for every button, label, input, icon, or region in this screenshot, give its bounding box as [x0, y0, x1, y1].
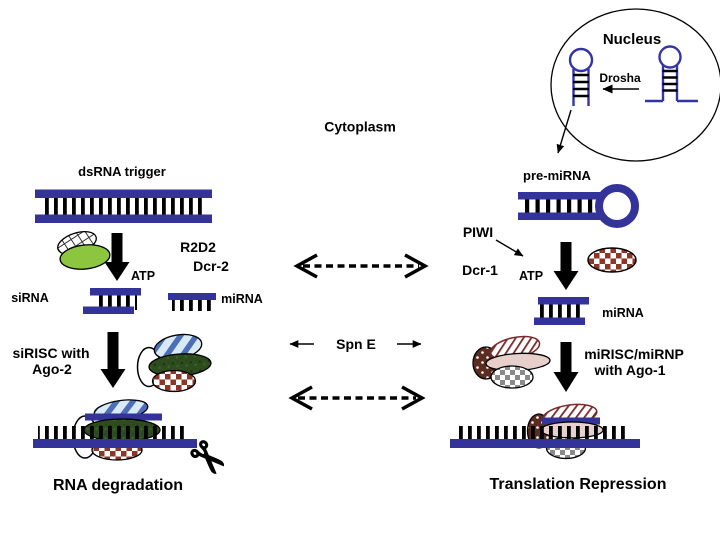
dcr2-label: Dcr-2: [193, 258, 229, 274]
nucleus-membrane: [550, 8, 720, 162]
sirisc-complex: [136, 333, 212, 393]
target-mrna-repression: [450, 403, 640, 460]
double-dashed-arrow-bottom: [288, 385, 426, 411]
mirna-single-strand: [168, 293, 216, 311]
mrna-bases: [38, 426, 186, 440]
mrna-backbone: [33, 439, 197, 448]
sirna-pathway: dsRNA trigger ATP R2D2 Dcr-2 siRNA miRNA…: [11, 164, 263, 494]
rna-degradation-label: RNA degradation: [53, 477, 183, 494]
target-mrna-cleavage: ✂: [33, 399, 237, 489]
cytoplasm-label: Cytoplasm: [324, 119, 396, 135]
crosstalk-region: Spn E: [288, 253, 429, 411]
mirisc-complex: [472, 335, 551, 389]
pre-mirna-label: pre-miRNA: [523, 168, 592, 183]
risc-loading-arrow: [553, 342, 579, 392]
dsrna-trigger-label: dsRNA trigger: [78, 164, 166, 179]
mrna-backbone: [450, 439, 640, 448]
mirna-pathway: pre-miRNA PIWI Dcr-1 ATP miRNA miRISC/mi…: [450, 168, 684, 493]
dcr1-protein-blob: [587, 247, 637, 273]
dcr2-r2d2-complex: [57, 231, 111, 270]
nuclear-export-arrow: [556, 109, 572, 154]
nucleus-region: Nucleus Drosha: [550, 8, 720, 162]
mrna-bases: [455, 426, 625, 440]
translation-repression-label: Translation Repression: [490, 476, 667, 493]
piwi-label: PIWI: [463, 224, 493, 240]
dicing-arrow: [553, 242, 579, 290]
nuclear-pre-mirna-hairpin: [568, 47, 594, 106]
gray-checkered-subunit: [490, 365, 534, 389]
dcr2-protein-blob: [59, 244, 111, 270]
mirisc-label-line1: miRISC/miRNP: [584, 346, 684, 362]
dcr1-label: Dcr-1: [462, 262, 498, 278]
spne-label: Spn E: [336, 336, 376, 352]
guide-strand: [542, 417, 600, 425]
mirna-duplex: [534, 297, 589, 325]
sirisc-label-line1: siRISC with: [12, 345, 89, 361]
checkered-subunit: [151, 369, 197, 393]
piwi-arrow: [495, 239, 524, 257]
mirna-label-left: miRNA: [221, 292, 263, 306]
dicing-arrow: [104, 233, 130, 281]
mirisc-label-line2: with Ago-1: [593, 362, 665, 378]
nucleus-title: Nucleus: [603, 31, 661, 48]
r2d2-label: R2D2: [180, 239, 216, 255]
risc-loading-arrow: [100, 332, 126, 388]
sirna-label: siRNA: [11, 291, 49, 305]
mirna-label-right: miRNA: [602, 306, 644, 320]
sirna-duplex: [83, 288, 141, 314]
dsrna-trigger-duplex: [35, 189, 212, 223]
drosha-label: Drosha: [599, 71, 641, 85]
atp-label-left: ATP: [131, 269, 155, 283]
pre-mirna-hairpin: [518, 184, 639, 228]
nuclear-pri-mirna-hairpin: [645, 45, 698, 103]
atp-label-right: ATP: [519, 269, 543, 283]
guide-strand: [85, 413, 162, 421]
double-dashed-arrow-top: [293, 253, 429, 279]
sirisc-label-line2: Ago-2: [32, 361, 72, 377]
